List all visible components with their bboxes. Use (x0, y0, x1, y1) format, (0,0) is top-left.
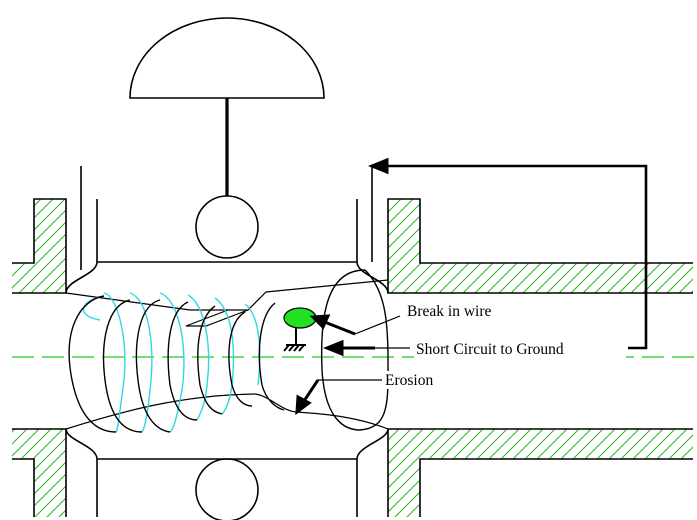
ground-symbol (283, 328, 306, 352)
label-leaders (318, 315, 410, 381)
lower-right-flange-hatch (388, 459, 420, 517)
lower-right-pipe-hatch (388, 429, 693, 459)
label-short-circuit: Short Circuit to Ground (416, 341, 564, 358)
coil-front-turns (68, 269, 389, 433)
upper-electrode-assembly (129, 17, 325, 520)
upper-right-pipe-hatch (388, 263, 693, 293)
pipe-wall-hatching (12, 199, 693, 517)
lower-left-flange-hatch (34, 459, 66, 517)
magnetic-coil (68, 269, 389, 433)
label-break-in-wire: Break in wire (407, 303, 491, 320)
wire-break-marker (283, 307, 317, 329)
upper-left-flange-hatch (34, 199, 66, 263)
upper-right-flange-hatch (388, 199, 420, 263)
lower-electrode (195, 458, 259, 520)
dome-cap (129, 17, 325, 99)
outer-coil-loop (320, 269, 389, 431)
labels: Break in wire Short Circuit to Ground Er… (384, 302, 626, 389)
upper-left-pipe-hatch (12, 263, 66, 293)
liner-outline (65, 279, 389, 430)
leader-arrows (295, 157, 648, 416)
coil-back-turns (82, 292, 261, 433)
upper-electrode (195, 195, 259, 259)
label-erosion: Erosion (385, 372, 433, 389)
lower-left-pipe-hatch (12, 429, 66, 459)
